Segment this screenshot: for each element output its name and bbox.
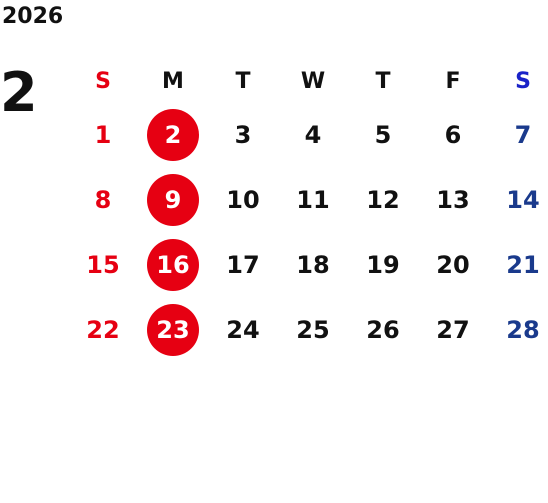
day-cell: 18 xyxy=(296,250,330,279)
day-cell: 27 xyxy=(436,315,470,344)
day-cell: 28 xyxy=(506,315,540,344)
weekday-header-wednesday: W xyxy=(300,68,326,94)
day-cell: 3 xyxy=(234,120,252,149)
week-row: 1 2 3 4 5 6 7 xyxy=(68,102,548,167)
weekday-header-thursday: T xyxy=(375,68,391,94)
week-row: 15 16 17 18 19 20 21 xyxy=(68,232,548,297)
day-cell: 2 xyxy=(138,102,208,167)
day-cell: 21 xyxy=(506,250,540,279)
day-cell: 6 xyxy=(444,120,462,149)
day-cell: 8 xyxy=(94,185,112,214)
day-cell: 10 xyxy=(226,185,260,214)
day-cell: 16 xyxy=(138,232,208,297)
weekday-header-tuesday: T xyxy=(235,68,251,94)
highlighted-day-circle: 2 xyxy=(147,108,199,161)
day-cell: 9 xyxy=(138,167,208,232)
day-cell: 14 xyxy=(506,185,540,214)
day-cell: 7 xyxy=(514,120,532,149)
day-cell: 4 xyxy=(304,120,322,149)
day-cell: 25 xyxy=(296,315,330,344)
day-cell: 26 xyxy=(366,315,400,344)
day-cell: 24 xyxy=(226,315,260,344)
day-cell: 22 xyxy=(86,315,120,344)
highlighted-day-circle: 23 xyxy=(147,303,199,356)
day-cell: 11 xyxy=(296,185,330,214)
month-number: 2 xyxy=(0,61,38,124)
week-row: 8 9 10 11 12 13 14 xyxy=(68,167,548,232)
day-cell: 5 xyxy=(374,120,392,149)
weekday-header-sunday: S xyxy=(95,68,111,94)
day-cell: 15 xyxy=(86,250,120,279)
highlighted-day-circle: 16 xyxy=(147,238,199,291)
weekday-header-monday: M xyxy=(162,68,184,94)
day-cell: 20 xyxy=(436,250,470,279)
day-cell: 23 xyxy=(138,297,208,362)
day-cell: 1 xyxy=(94,120,112,149)
day-cell: 19 xyxy=(366,250,400,279)
year-label: 2026 xyxy=(2,4,64,29)
weekday-header-row: S M T W T F S xyxy=(68,60,548,102)
day-cell: 17 xyxy=(226,250,260,279)
week-row: 22 23 24 25 26 27 28 xyxy=(68,297,548,362)
day-cell: 12 xyxy=(366,185,400,214)
day-cell: 13 xyxy=(436,185,470,214)
weekday-header-saturday: S xyxy=(515,68,531,94)
highlighted-day-circle: 9 xyxy=(147,173,199,226)
weekday-header-friday: F xyxy=(445,68,461,94)
